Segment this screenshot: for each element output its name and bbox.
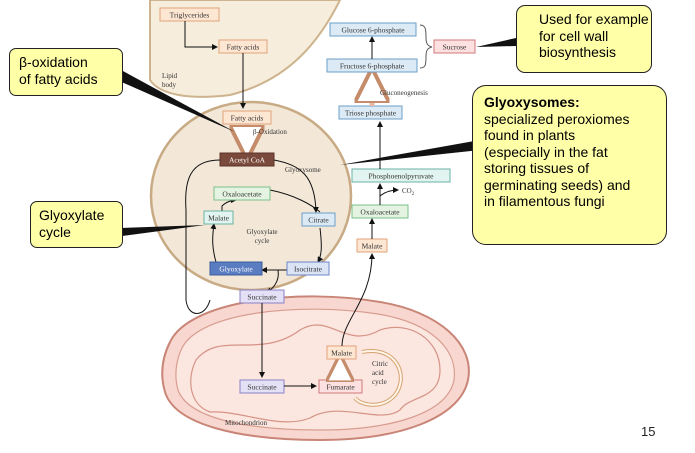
sucrose-box [433, 39, 476, 54]
beta-oxidation-callout: β-oxidation of fatty acids [9, 48, 123, 96]
malate-cycle-label: Malate [208, 214, 229, 223]
fructose-6p-label: Fructose 6-phosphate [340, 62, 405, 71]
malate-mito-label: Malate [331, 349, 352, 358]
glyoxysomes-callout-pointer [340, 140, 480, 165]
glyoxysomes-callout-line-3: (especially in the fat [484, 143, 608, 160]
glyoxylate-cycle-callout: Glyoxylate cycle [30, 201, 123, 248]
glyoxysomes-callout-line-2: found in plants [484, 127, 576, 144]
glyoxysomes-callout-line-1: specialized peroxiomes [484, 110, 630, 127]
glucose-6p-box [329, 22, 417, 37]
beta-oxidation-callout-line-2: of fatty acids [19, 70, 98, 87]
glyoxylate-cycle-callout-line-1: Glyoxylate [39, 207, 105, 223]
beta-oxidation-callout-line-1: β-oxidation [19, 54, 88, 70]
fumarate-label: Fumarate [326, 383, 355, 392]
glyoxylate-callout-pointer [120, 225, 205, 236]
triglycerides-box [159, 7, 220, 22]
fatty-acids-glyox-label: Fatty acids [231, 114, 264, 123]
citric-acid-cycle-label-2: acid [372, 369, 384, 377]
glyoxysomes-callout-line-4: storing tissues of [484, 160, 590, 177]
triose-phosphate-label: Triose phosphate [345, 109, 397, 118]
citric-acid-cycle-label-3: cycle [372, 378, 387, 386]
page-number: 15 [641, 424, 656, 439]
glucose-6p-label: Glucose 6-phosphate [341, 26, 405, 35]
succinate-glyox-label: Succinate [247, 293, 277, 302]
isocitrate-box [286, 261, 330, 276]
beta-oxidation-callout-pointer [110, 64, 235, 132]
isocitrate-label: Isocitrate [294, 265, 323, 274]
cell-wall-callout-line-3: biosynthesis [539, 44, 617, 61]
pep-box [351, 168, 451, 183]
co2-label: CO2 [402, 187, 415, 197]
sucrose-label: Sucrose [443, 43, 467, 52]
cell-wall-callout-line-1: Used for example [539, 11, 649, 27]
beta-oxidation-label: β-Oxidation [253, 128, 287, 136]
lipid-body-label-1: Lipid [162, 72, 178, 80]
glyoxysomes-callout-title: Glyoxysomes: [484, 94, 580, 110]
gluconeogenesis-label: Gluconeogenesis [380, 89, 428, 97]
malate-cycle-box [203, 210, 234, 225]
triglycerides-label: Triglycerides [170, 11, 210, 20]
sucrose-brace [419, 24, 433, 69]
oxaloacetate-cycle-label: Oxaloacetate [222, 190, 262, 199]
malate-cyto-label: Malate [362, 242, 383, 251]
mitochondrion-organelle [161, 295, 470, 442]
mitochondrion-label: Mitochondrion [225, 419, 267, 427]
glyoxysomes-callout-line-6: in filamentous fungi [484, 193, 605, 210]
glyoxylate-label: Glyoxylate [219, 265, 253, 274]
acetyl-coa-label: Acetyl CoA [229, 156, 266, 165]
cell-wall-callout: Used for example for cell wall biosynthe… [516, 5, 652, 73]
glyoxysome-label: Glyoxysome [285, 166, 321, 174]
cell-wall-callout-line-2: for cell wall [539, 27, 609, 44]
citrate-box [301, 212, 336, 227]
glyoxysomes-callout: Glyoxysomes: specialized peroxiomes foun… [472, 85, 667, 245]
oxaloacetate-cycle-box [213, 186, 271, 201]
glyoxylate-cycle-label-2: cycle [255, 237, 270, 245]
succinate-mito-label: Succinate [247, 383, 277, 392]
pep-label: Phosphoenolpyruvate [369, 172, 435, 181]
glyoxylate-cycle-callout-line-2: cycle [39, 223, 71, 240]
glyoxysomes-callout-line-5: germinating seeds) and [484, 176, 631, 193]
lipid-body-label-2: body [162, 81, 177, 89]
citrate-label: Citrate [308, 216, 329, 225]
cell-wall-callout-pointer [476, 38, 516, 47]
oxaloacetate-cyto-label: Oxaloacetate [360, 208, 400, 217]
glyoxylate-cycle-label-1: Glyoxylate [246, 228, 277, 236]
fatty-acids-lipid-label: Fatty acids [227, 43, 260, 52]
glyoxylate-box [209, 261, 263, 276]
citric-acid-cycle-label-1: Citric [372, 360, 388, 368]
